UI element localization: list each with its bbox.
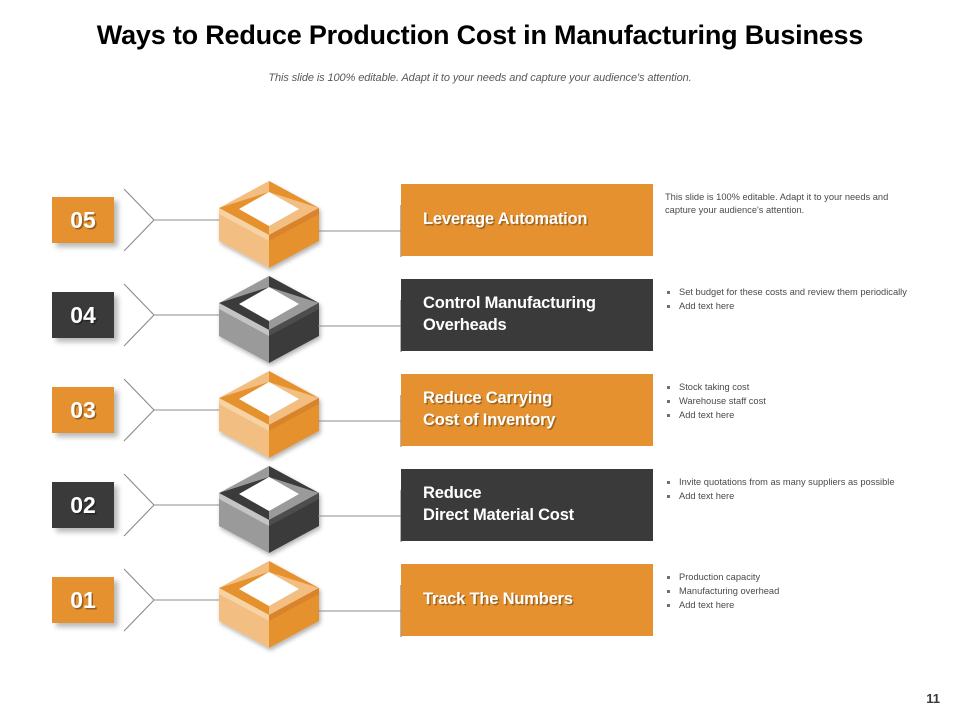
step-title-banner[interactable]: Leverage Automation xyxy=(401,184,653,256)
list-item: Add text here xyxy=(665,490,920,503)
step-title-line: Control Manufacturing xyxy=(423,294,596,313)
connector-line xyxy=(318,585,408,637)
chevron-right-icon xyxy=(122,472,222,538)
chevron-right-icon xyxy=(122,187,222,253)
list-item: Add text here xyxy=(665,300,920,313)
list-item: Stock taking cost xyxy=(665,381,920,394)
step-number-badge[interactable]: 04 xyxy=(52,292,114,338)
step-title-text: Track The Numbers xyxy=(423,564,645,636)
step-title-line: Overheads xyxy=(423,316,507,334)
description-bullet-list: Set budget for these costs and review th… xyxy=(665,286,920,313)
step-description: This slide is 100% editable. Adapt it to… xyxy=(665,191,920,217)
step-number-badge[interactable]: 05 xyxy=(52,197,114,243)
description-paragraph: This slide is 100% editable. Adapt it to… xyxy=(665,192,889,216)
step-description: Set budget for these costs and review th… xyxy=(665,286,920,314)
step-title-line: Reduce xyxy=(423,484,482,503)
step-number-label: 02 xyxy=(70,492,96,518)
chevron-right-icon xyxy=(122,282,222,348)
list-item: Warehouse staff cost xyxy=(665,395,920,408)
connector-line xyxy=(318,300,408,352)
chevron-right-icon xyxy=(122,567,222,633)
step-title-line: Cost of Inventory xyxy=(423,411,556,429)
open-box-icon xyxy=(213,270,325,374)
step-number-label: 01 xyxy=(70,587,96,613)
step-title-banner[interactable]: Track The Numbers xyxy=(401,564,653,636)
step-number-badge[interactable]: 03 xyxy=(52,387,114,433)
list-item: Add text here xyxy=(665,409,920,422)
page-title: Ways to Reduce Production Cost in Manufa… xyxy=(96,20,864,50)
step-number-badge[interactable]: 01 xyxy=(52,577,114,623)
open-box-icon xyxy=(213,175,325,279)
list-item: Set budget for these costs and review th… xyxy=(665,286,920,299)
open-box-icon xyxy=(213,365,325,469)
step-description: Invite quotations from as many suppliers… xyxy=(665,476,920,504)
step-title-line: Track The Numbers xyxy=(423,590,573,609)
connector-line xyxy=(318,395,408,447)
connector-line xyxy=(318,490,408,542)
step-number-label: 04 xyxy=(70,302,96,328)
open-box-icon xyxy=(213,555,325,659)
step-title-line: Leverage Automation xyxy=(423,210,588,229)
step-title-text: Leverage Automation xyxy=(423,184,645,256)
process-row: 05 Leverage Automation This slide is 100% … xyxy=(0,181,960,278)
step-title-line: Direct Material Cost xyxy=(423,506,574,524)
description-bullet-list: Invite quotations from as many suppliers… xyxy=(665,476,920,503)
chevron-right-icon xyxy=(122,377,222,443)
list-item: Manufacturing overhead xyxy=(665,585,920,598)
list-item: Production capacity xyxy=(665,571,920,584)
open-box-icon xyxy=(213,460,325,564)
page-number: 11 xyxy=(926,691,940,706)
step-number-label: 03 xyxy=(70,397,96,423)
step-number-label: 05 xyxy=(70,207,96,233)
list-item: Add text here xyxy=(665,599,920,612)
step-title-line: Reduce Carrying xyxy=(423,389,553,408)
step-number-badge[interactable]: 02 xyxy=(52,482,114,528)
list-item: Invite quotations from as many suppliers… xyxy=(665,476,920,489)
page-subtitle: This slide is 100% editable. Adapt it to… xyxy=(268,72,692,84)
connector-line xyxy=(318,205,408,257)
